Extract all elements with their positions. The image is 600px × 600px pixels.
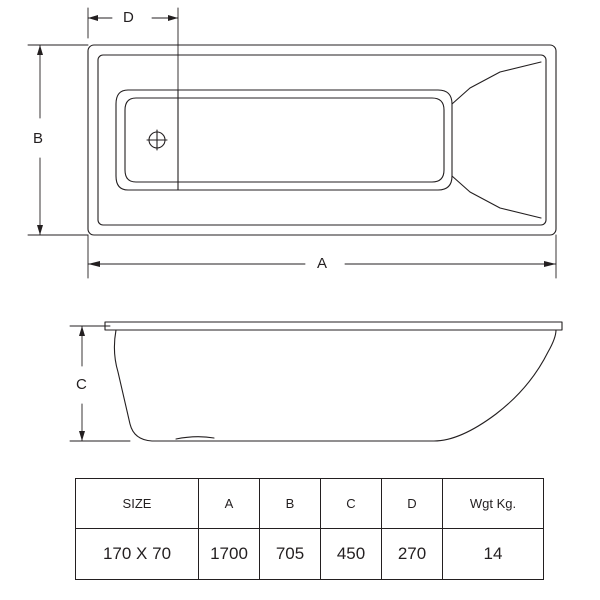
- dimension-label-c: C: [76, 376, 87, 393]
- dimension-label-a: A: [317, 255, 328, 272]
- table-header-weight: Wgt Kg.: [442, 478, 544, 529]
- tub-bowl-outline: [115, 89, 453, 191]
- tub-side-rim: [104, 321, 563, 331]
- table-cell-b: 705: [259, 528, 321, 580]
- table-row: 170 X 70 1700 705 450 270 14: [75, 528, 544, 580]
- table-header-row: SIZE A B C D Wgt Kg.: [75, 478, 544, 529]
- table-header-a: A: [198, 478, 260, 529]
- specification-table: SIZE A B C D Wgt Kg. 170 X 70 1700 705 4…: [75, 478, 544, 580]
- dim-a-arrowhead-right: [544, 261, 556, 267]
- dimension-label-d: D: [123, 9, 134, 26]
- dim-d-arrowhead-right: [168, 15, 178, 21]
- dim-b-arrowhead-bottom: [37, 225, 43, 235]
- dim-b-arrowhead-top: [37, 45, 43, 55]
- table-cell-size: 170 X 70: [75, 528, 199, 580]
- table-header-d: D: [381, 478, 443, 529]
- tub-side-body: [113, 329, 557, 442]
- dimension-label-b: B: [33, 130, 44, 147]
- table-header-c: C: [320, 478, 382, 529]
- table-cell-weight: 14: [442, 528, 544, 580]
- tub-bowl-inner-outline: [124, 97, 445, 183]
- dim-d-arrowhead-left: [88, 15, 98, 21]
- table-cell-d: 270: [381, 528, 443, 580]
- dim-c-arrowhead-bottom: [79, 431, 85, 441]
- tub-corner-flare-bottom-right: [451, 175, 542, 219]
- table-header-size: SIZE: [75, 478, 199, 529]
- table-cell-a: 1700: [198, 528, 260, 580]
- dim-a-arrowhead-left: [88, 261, 100, 267]
- tub-side-foot: [175, 436, 215, 440]
- tub-corner-flare-top-right: [451, 61, 542, 105]
- dim-c-arrowhead-top: [79, 326, 85, 336]
- table-cell-c: 450: [320, 528, 382, 580]
- table-header-b: B: [259, 478, 321, 529]
- tub-outer-rim: [87, 44, 557, 236]
- tub-inner-rim: [97, 54, 547, 226]
